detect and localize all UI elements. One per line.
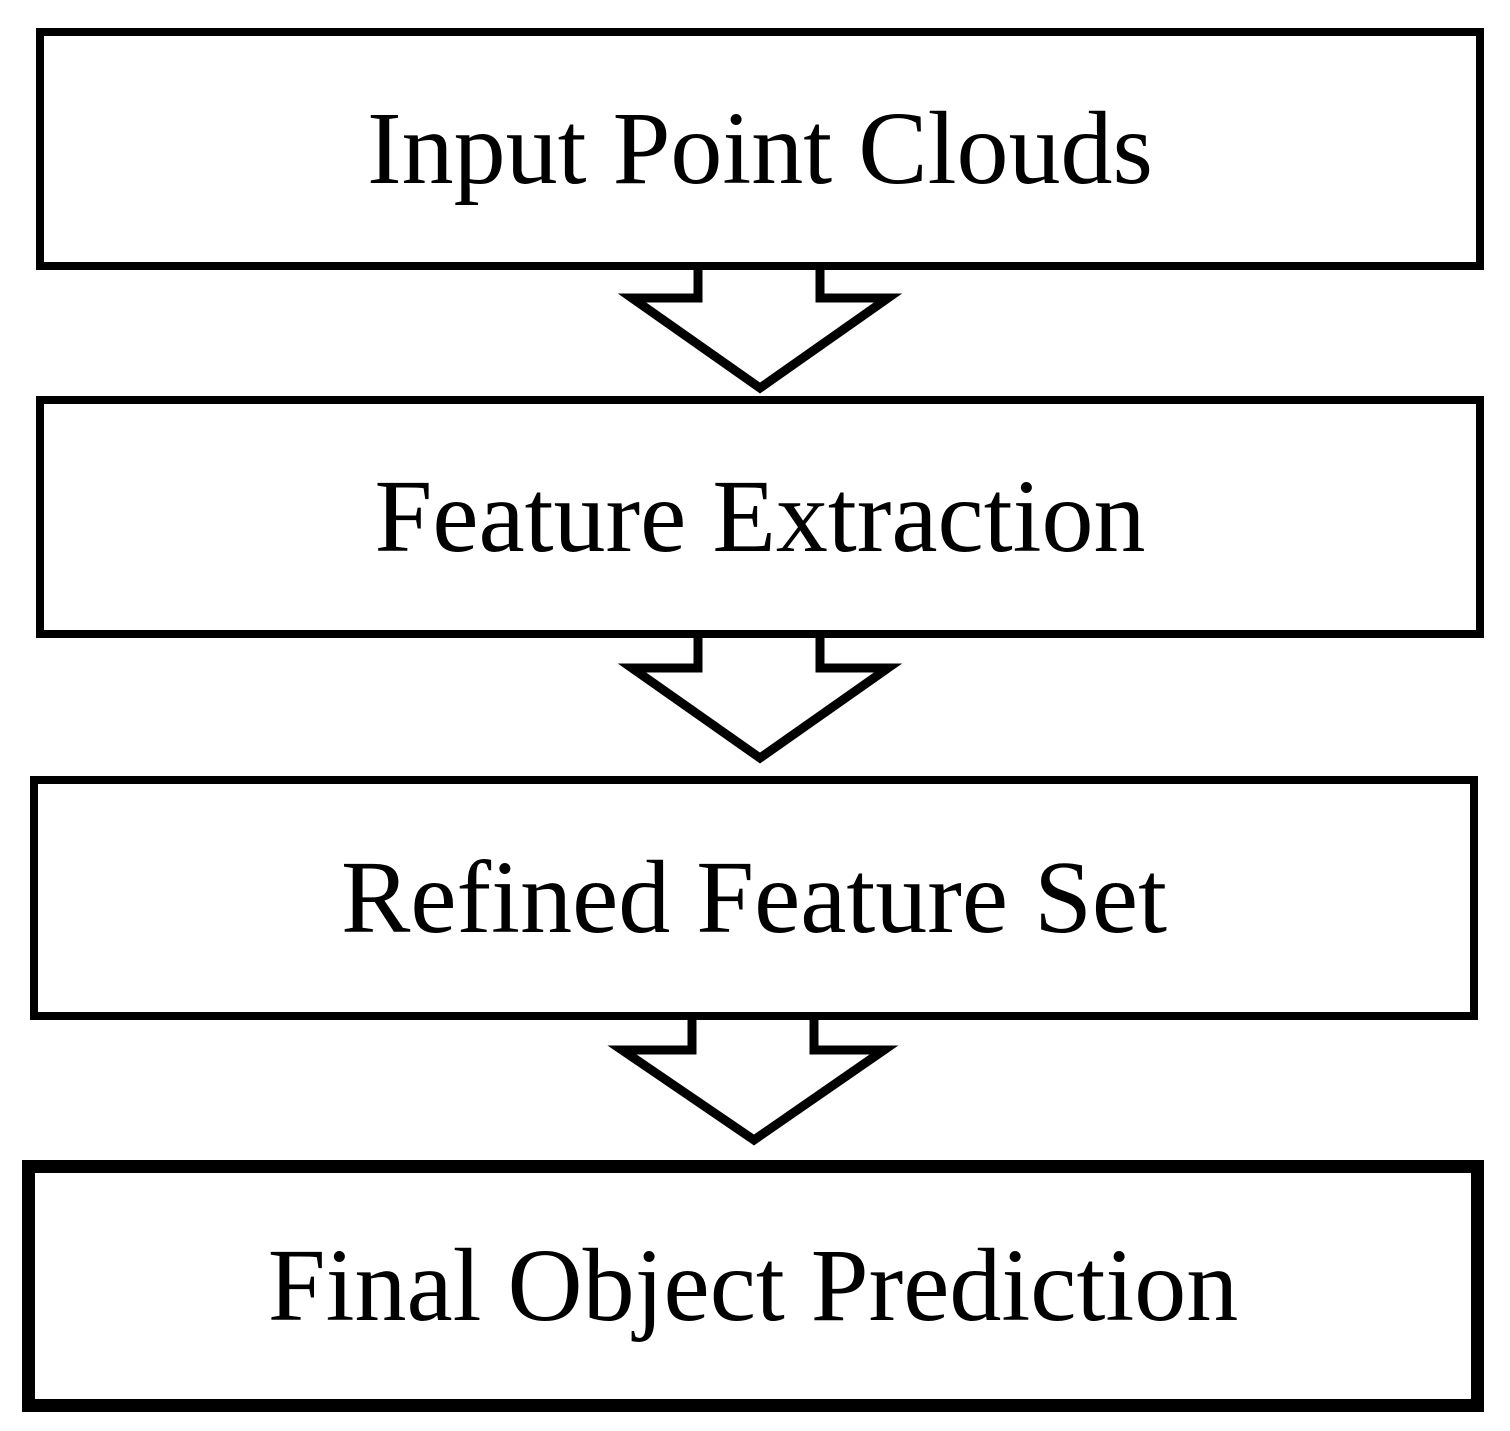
step-label: Feature Extraction	[374, 459, 1146, 574]
down-arrow-icon	[607, 1007, 899, 1146]
step-final-object-prediction: Final Object Prediction	[22, 1160, 1484, 1412]
down-arrow-icon	[617, 257, 903, 394]
step-label: Input Point Clouds	[367, 91, 1153, 206]
step-feature-extraction: Feature Extraction	[36, 396, 1484, 638]
down-arrow-icon	[617, 625, 903, 764]
step-refined-feature-set: Refined Feature Set	[30, 776, 1478, 1020]
step-label: Refined Feature Set	[341, 840, 1167, 955]
step-label: Final Object Prediction	[267, 1228, 1239, 1343]
step-input-point-clouds: Input Point Clouds	[36, 28, 1484, 270]
